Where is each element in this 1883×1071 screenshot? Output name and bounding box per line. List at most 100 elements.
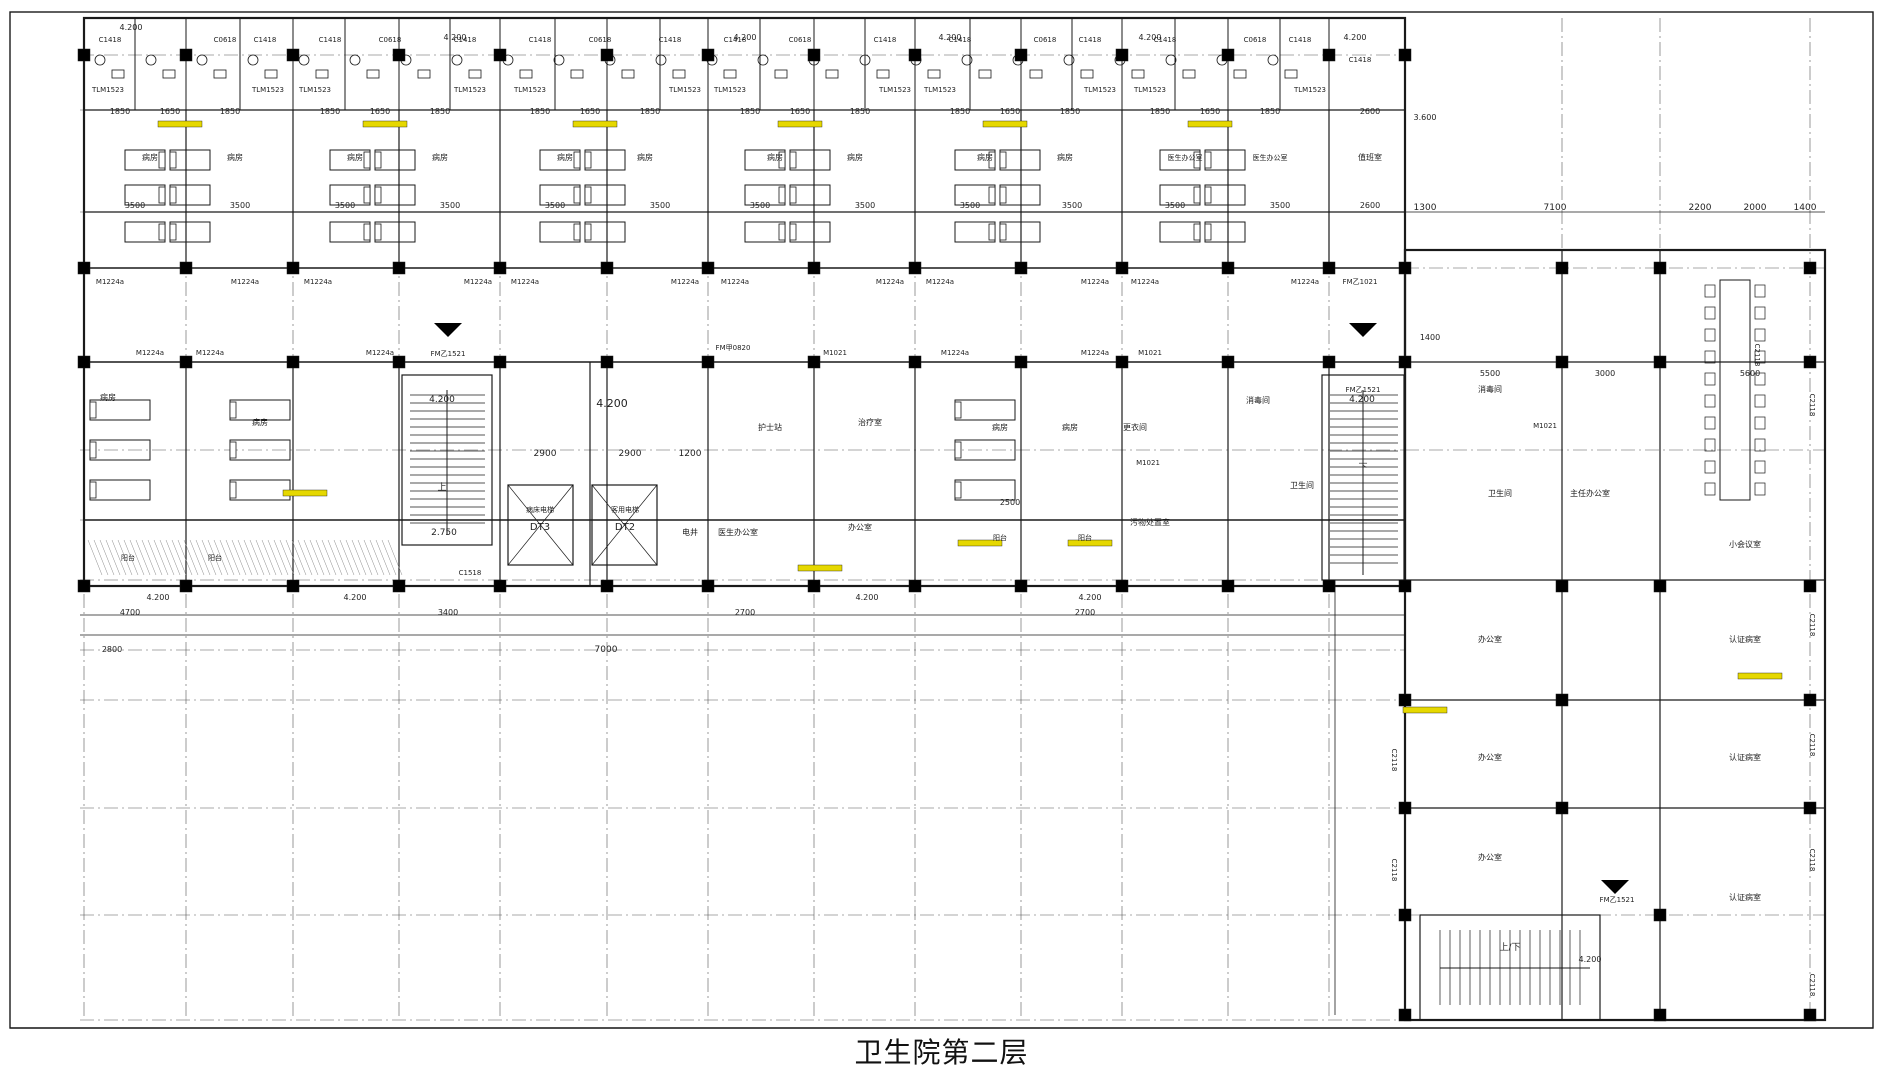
hatch-line bbox=[255, 539, 271, 576]
dimension-text: 1650 bbox=[580, 107, 600, 116]
bed-headboard bbox=[363, 151, 371, 169]
column bbox=[807, 579, 821, 593]
column bbox=[1221, 579, 1235, 593]
basin bbox=[366, 69, 380, 79]
column bbox=[1398, 693, 1412, 707]
note-marker bbox=[362, 120, 408, 128]
chair bbox=[1704, 306, 1716, 320]
bed-headboard bbox=[229, 441, 237, 459]
door-code: M1224a bbox=[304, 278, 332, 286]
toilet-fixture bbox=[349, 54, 361, 66]
column bbox=[807, 355, 821, 369]
room-name: 卫生间 bbox=[1290, 480, 1314, 490]
dimension-text: 3500 bbox=[750, 201, 770, 210]
window-code: C0618 bbox=[379, 36, 402, 44]
hatch-line bbox=[249, 539, 265, 576]
note-marker bbox=[1737, 672, 1783, 680]
note-marker bbox=[572, 120, 618, 128]
hatch-line bbox=[231, 539, 247, 576]
room-name: 病房 bbox=[992, 422, 1008, 432]
elevation-text: 4.200 bbox=[856, 593, 879, 602]
bed bbox=[89, 399, 151, 421]
chair bbox=[1704, 372, 1716, 386]
column bbox=[1653, 261, 1667, 275]
bed-headboard bbox=[374, 186, 382, 204]
basin bbox=[519, 69, 533, 79]
elevation-text: 4.200 bbox=[444, 33, 467, 42]
toilet-fixture bbox=[859, 54, 871, 66]
bed-headboard bbox=[1204, 151, 1212, 169]
door-code: M1224a bbox=[511, 278, 539, 286]
room-name: 污物处置室 bbox=[1130, 517, 1170, 527]
basin bbox=[468, 69, 482, 79]
room-name: 更衣间 bbox=[1123, 422, 1147, 432]
bed-headboard bbox=[89, 481, 97, 499]
dimension-text: 1850 bbox=[1150, 107, 1170, 116]
basin bbox=[1131, 69, 1145, 79]
door-code: TLM1523 bbox=[878, 86, 911, 94]
stair-enclosure bbox=[401, 374, 493, 546]
dimension-text: 1850 bbox=[320, 107, 340, 116]
hatch-line bbox=[213, 539, 229, 576]
chair bbox=[1754, 350, 1766, 364]
note-marker bbox=[1402, 706, 1448, 714]
bed-headboard bbox=[954, 401, 962, 419]
bed-headboard bbox=[158, 151, 166, 169]
dimension-text: 1650 bbox=[1200, 107, 1220, 116]
bed-headboard bbox=[169, 151, 177, 169]
column bbox=[1803, 693, 1817, 707]
dimension-text: 1850 bbox=[640, 107, 660, 116]
dimension-text: 1850 bbox=[220, 107, 240, 116]
note-marker bbox=[982, 120, 1028, 128]
bed-headboard bbox=[229, 481, 237, 499]
level-marker bbox=[1601, 880, 1629, 894]
basin bbox=[213, 69, 227, 79]
bed-headboard bbox=[778, 186, 786, 204]
basin bbox=[111, 69, 125, 79]
bed-headboard bbox=[158, 186, 166, 204]
dimension-text: 3000 bbox=[1595, 369, 1615, 378]
hatch-line bbox=[147, 539, 163, 576]
note-marker bbox=[957, 539, 1003, 547]
column bbox=[1803, 801, 1817, 815]
bed-headboard bbox=[789, 151, 797, 169]
bed-headboard bbox=[89, 441, 97, 459]
door-code: TLM1523 bbox=[1133, 86, 1166, 94]
hatch-line bbox=[267, 539, 283, 576]
hatch-line bbox=[333, 539, 349, 576]
note-marker bbox=[777, 120, 823, 128]
door-code: TLM1523 bbox=[713, 86, 746, 94]
door-code: TLM1523 bbox=[668, 86, 701, 94]
chair bbox=[1704, 460, 1716, 474]
toilet-fixture bbox=[247, 54, 259, 66]
bed-headboard bbox=[778, 223, 786, 241]
room-name: 医生办公室 bbox=[718, 527, 758, 537]
room-name: 病房 bbox=[557, 152, 573, 162]
chair bbox=[1754, 328, 1766, 342]
bed-headboard bbox=[363, 186, 371, 204]
note-marker bbox=[797, 564, 843, 572]
hatch-line bbox=[129, 539, 145, 576]
right-wing-wall bbox=[1403, 248, 1827, 1022]
room-name: 病房 bbox=[767, 152, 783, 162]
room-name: 阳台 bbox=[208, 553, 222, 562]
bed-headboard bbox=[1204, 186, 1212, 204]
hatch-line bbox=[183, 539, 199, 576]
hatch-line bbox=[171, 539, 187, 576]
dimension-text: 3500 bbox=[1062, 201, 1082, 210]
column bbox=[286, 355, 300, 369]
column bbox=[493, 579, 507, 593]
toilet-fixture bbox=[196, 54, 208, 66]
room-name: 病房 bbox=[847, 152, 863, 162]
room-name: 认证病室 bbox=[1729, 634, 1761, 644]
stair-mark: 上 bbox=[437, 482, 446, 493]
stair-mark: 下 bbox=[1358, 463, 1367, 473]
dimension-text: 2500 bbox=[1000, 498, 1020, 507]
dimension-text: 1850 bbox=[110, 107, 130, 116]
room-name: 病房 bbox=[1057, 152, 1073, 162]
column bbox=[1398, 579, 1412, 593]
door-code: M1224a bbox=[1081, 278, 1109, 286]
dimension-text: 2900 bbox=[619, 449, 642, 459]
stair-enclosure bbox=[1419, 914, 1601, 1021]
chair bbox=[1704, 416, 1716, 430]
